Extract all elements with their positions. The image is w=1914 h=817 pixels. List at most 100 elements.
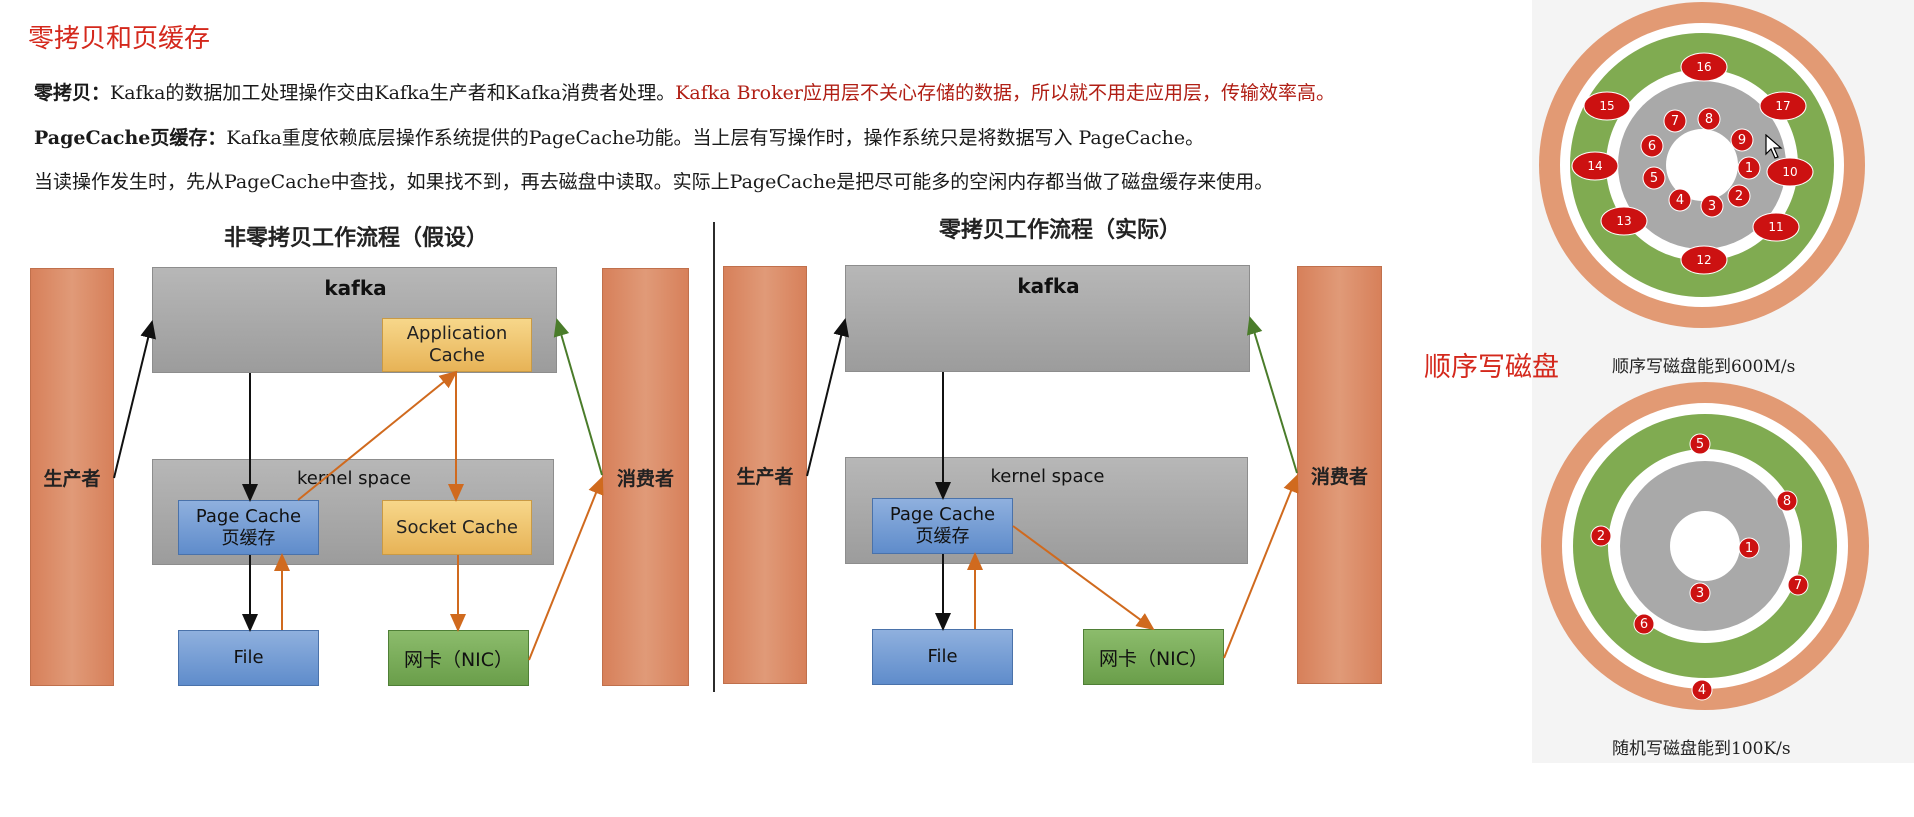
pagecache-paragraph: PageCache页缓存：Kafka重度依赖底层操作系统提供的PageCache… [34,123,1204,150]
right-producer-label: 生产者 [736,465,794,488]
left-consumer-label: 消费者 [616,467,674,490]
diagram-separator [713,222,715,692]
page-title: 零拷贝和页缓存 [28,24,211,54]
svg-text:2: 2 [1597,529,1605,544]
left-producer-bar: 生产者 [30,268,114,686]
svg-text:4: 4 [1698,683,1706,698]
left-application-cache-line1: Application [406,323,508,344]
svg-text:4: 4 [1676,193,1684,208]
zero-copy-body: Kafka的数据加工处理操作交由Kafka生产者和Kafka消费者处理。 [110,82,676,104]
sequential-disk-caption: 顺序写磁盘能到600M/s [1612,357,1796,377]
svg-text:6: 6 [1648,139,1656,154]
svg-text:13: 13 [1616,214,1631,228]
right-nic-box: 网卡（NIC） [1083,629,1224,685]
svg-text:10: 10 [1782,165,1797,179]
random-badge-2: 2 [1590,525,1612,547]
right-arrow-consumer-to-kafka [1246,316,1298,474]
random-badge-4: 4 [1691,679,1713,701]
sequential-badge-6: 6 [1640,134,1664,158]
right-page-cache-line1: Page Cache [889,504,996,525]
svg-text:14: 14 [1587,159,1602,173]
svg-text:3: 3 [1696,586,1704,601]
left-file-label: File [233,647,264,668]
svg-text:1: 1 [1745,541,1753,556]
sequential-badge-4: 4 [1668,188,1692,212]
mouse-cursor-icon [1765,134,1783,159]
zero-copy-paragraph: 零拷贝：Kafka的数据加工处理操作交由Kafka生产者和Kafka消费者处理。… [34,78,1335,105]
zero-copy-lead: 零拷贝： [34,82,111,104]
svg-text:7: 7 [1671,114,1679,129]
left-socket-cache-label: Socket Cache [396,516,518,538]
left-arrow-consumer-to-kafka [553,318,603,476]
svg-text:12: 12 [1696,253,1711,267]
left-application-cache-line2: Cache [429,345,485,366]
svg-text:3: 3 [1708,199,1716,214]
svg-text:16: 16 [1696,60,1711,74]
sequential-badge-7: 7 [1663,109,1687,133]
right-consumer-label: 消费者 [1310,465,1368,488]
sequential-badge-3: 3 [1700,194,1724,218]
random-badge-6: 6 [1633,613,1655,635]
right-file-box: File [872,629,1013,685]
sequential-badge-9: 9 [1730,128,1754,152]
left-kernel-space-label: kernel space [297,468,411,489]
svg-text:17: 17 [1775,99,1790,113]
svg-text:6: 6 [1640,617,1648,632]
sequential-badge-17: 17 [1759,91,1807,121]
random-badge-3: 3 [1689,582,1711,604]
right-arrow-producer-to-kafka [806,318,849,477]
svg-text:5: 5 [1696,437,1704,452]
svg-text:5: 5 [1650,171,1658,186]
svg-text:15: 15 [1599,99,1614,113]
zero-copy-highlight: Kafka Broker应用层不关心存储的数据，所以就不用走应用层，传输效率高。 [675,82,1335,104]
sequential-badge-16: 16 [1680,52,1728,82]
right-kafka-box: kafka [845,265,1250,372]
right-diagram-title: 零拷贝工作流程（实际） [939,217,1182,243]
svg-text:2: 2 [1735,189,1743,204]
left-nic-label: 网卡（NIC） [403,648,514,671]
pagecache-lead: PageCache [34,127,151,149]
right-kernel-space-label: kernel space [990,466,1105,487]
svg-text:9: 9 [1738,133,1746,148]
sequential-badge-15: 15 [1583,91,1631,121]
left-socket-cache: Socket Cache [382,500,532,555]
pagecache-paragraph-2: 当读操作发生时，先从PageCache中查找，如果找不到，再去磁盘中读取。实际上… [34,171,1274,193]
right-page-cache-line2: 页缓存 [915,526,970,547]
left-producer-label: 生产者 [43,467,101,490]
svg-text:7: 7 [1794,578,1802,593]
svg-text:1: 1 [1745,161,1753,176]
random-badge-7: 7 [1787,574,1809,596]
sequential-badge-2: 2 [1727,184,1751,208]
left-arrow-producer-to-kafka [113,320,156,479]
right-file-label: File [927,646,958,667]
random-badge-5: 5 [1689,433,1711,455]
left-diagram-title: 非零拷贝工作流程（假设） [224,225,489,251]
left-nic-box: 网卡（NIC） [388,630,529,686]
pagecache-body: Kafka重度依赖底层操作系统提供的PageCache功能。当上层有写操作时，操… [226,127,1205,149]
right-producer-bar: 生产者 [723,266,807,684]
sequential-badge-11: 11 [1752,212,1800,242]
sequential-badge-10: 10 [1766,157,1814,187]
left-consumer-bar: 消费者 [602,268,689,686]
left-page-cache-line1: Page Cache [195,505,302,527]
left-page-cache: Page Cache 页缓存 [178,500,319,555]
random-badge-1: 1 [1738,537,1760,559]
svg-text:8: 8 [1705,112,1713,127]
random-badge-8: 8 [1776,490,1798,512]
right-nic-label: 网卡（NIC） [1098,647,1209,670]
random-disk: 1 2 3 4 5 6 7 8 [1541,382,1869,710]
sequential-badge-12: 12 [1680,245,1728,275]
sequential-badge-8: 8 [1697,107,1721,131]
svg-text:8: 8 [1783,494,1791,509]
random-disk-caption: 随机写磁盘能到100K/s [1612,739,1791,759]
sequential-badge-1: 1 [1737,156,1761,180]
sequential-badge-5: 5 [1642,166,1666,190]
right-consumer-bar: 消费者 [1297,266,1382,684]
left-application-cache: Application Cache [382,318,532,372]
svg-text:11: 11 [1768,220,1783,234]
left-file-box: File [178,630,319,686]
sequential-badge-13: 13 [1600,206,1648,236]
sequential-badge-14: 14 [1571,151,1619,181]
right-kafka-label: kafka [1017,274,1080,298]
